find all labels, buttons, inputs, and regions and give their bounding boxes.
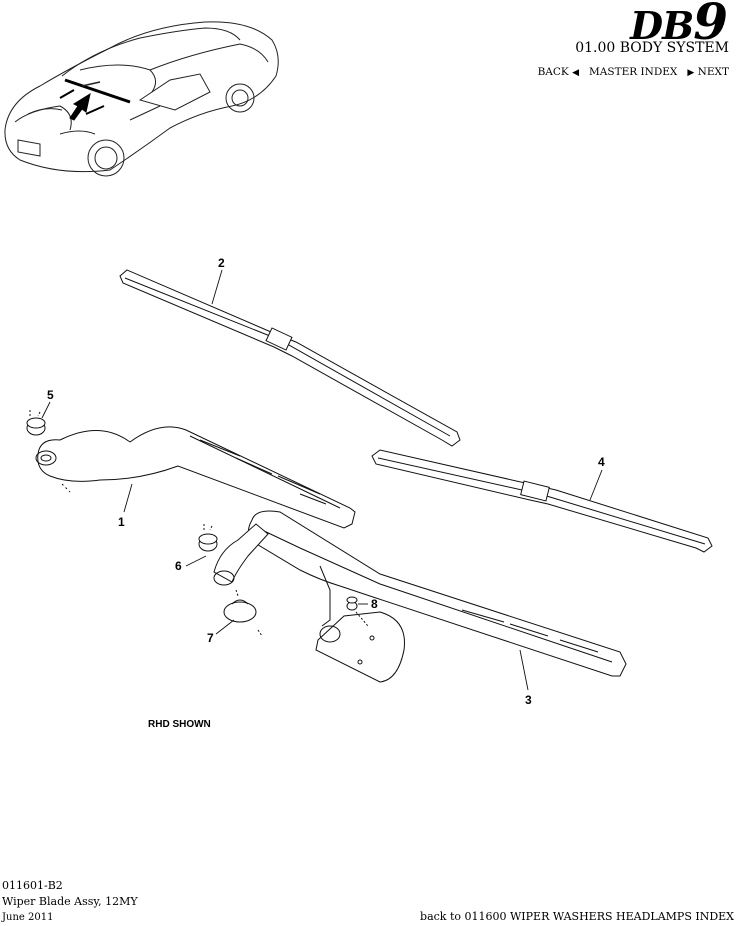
part-4-wiper-blade: [371, 449, 713, 553]
system-title: 01.00 BODY SYSTEM: [575, 40, 729, 56]
nav-bar: BACK ◀ MASTER INDEX ▶ NEXT: [538, 66, 729, 78]
leader-lines: [41, 269, 603, 691]
next-link[interactable]: ▶ NEXT: [687, 66, 729, 78]
brand-db: DB: [630, 3, 694, 48]
locator-arrow-icon: [69, 92, 91, 121]
callout-2: 2: [218, 256, 225, 270]
back-to-index-link[interactable]: back to 011600 WIPER WASHERS HEADLAMPS I…: [420, 910, 734, 923]
callout-6: 6: [175, 559, 182, 573]
part-7-cap: [223, 589, 263, 637]
next-label: NEXT: [697, 66, 729, 78]
part-code: 011601-B2: [2, 879, 63, 892]
part-1-wiper-arm: [35, 426, 356, 529]
parts-diagram: [26, 269, 713, 691]
part-name: Wiper Blade Assy, 12MY: [2, 895, 138, 908]
part-3-wiper-arm: [213, 510, 627, 683]
callout-8: 8: [371, 597, 378, 611]
part-2-wiper-blade: [119, 269, 461, 447]
next-arrow-icon: ▶: [687, 68, 695, 78]
brand-number: 9: [693, 0, 728, 51]
part-8-nut: [346, 596, 369, 627]
callout-5: 5: [47, 388, 54, 402]
publication-date: June 2011: [2, 912, 54, 923]
callout-1: 1: [118, 515, 125, 529]
callout-7: 7: [207, 631, 214, 645]
callout-4: 4: [598, 455, 605, 469]
part-6-nut: [198, 524, 218, 552]
brand-logo: DB9: [630, 0, 728, 51]
rhd-note: RHD SHOWN: [148, 719, 211, 730]
back-arrow-icon: ◀: [572, 68, 580, 78]
back-link[interactable]: BACK ◀: [538, 66, 579, 78]
part-5-nut: [26, 410, 46, 436]
callout-3: 3: [525, 693, 532, 707]
car-locator-illustration: [4, 21, 279, 177]
master-index-link[interactable]: MASTER INDEX: [589, 66, 678, 78]
back-label: BACK: [537, 66, 569, 78]
